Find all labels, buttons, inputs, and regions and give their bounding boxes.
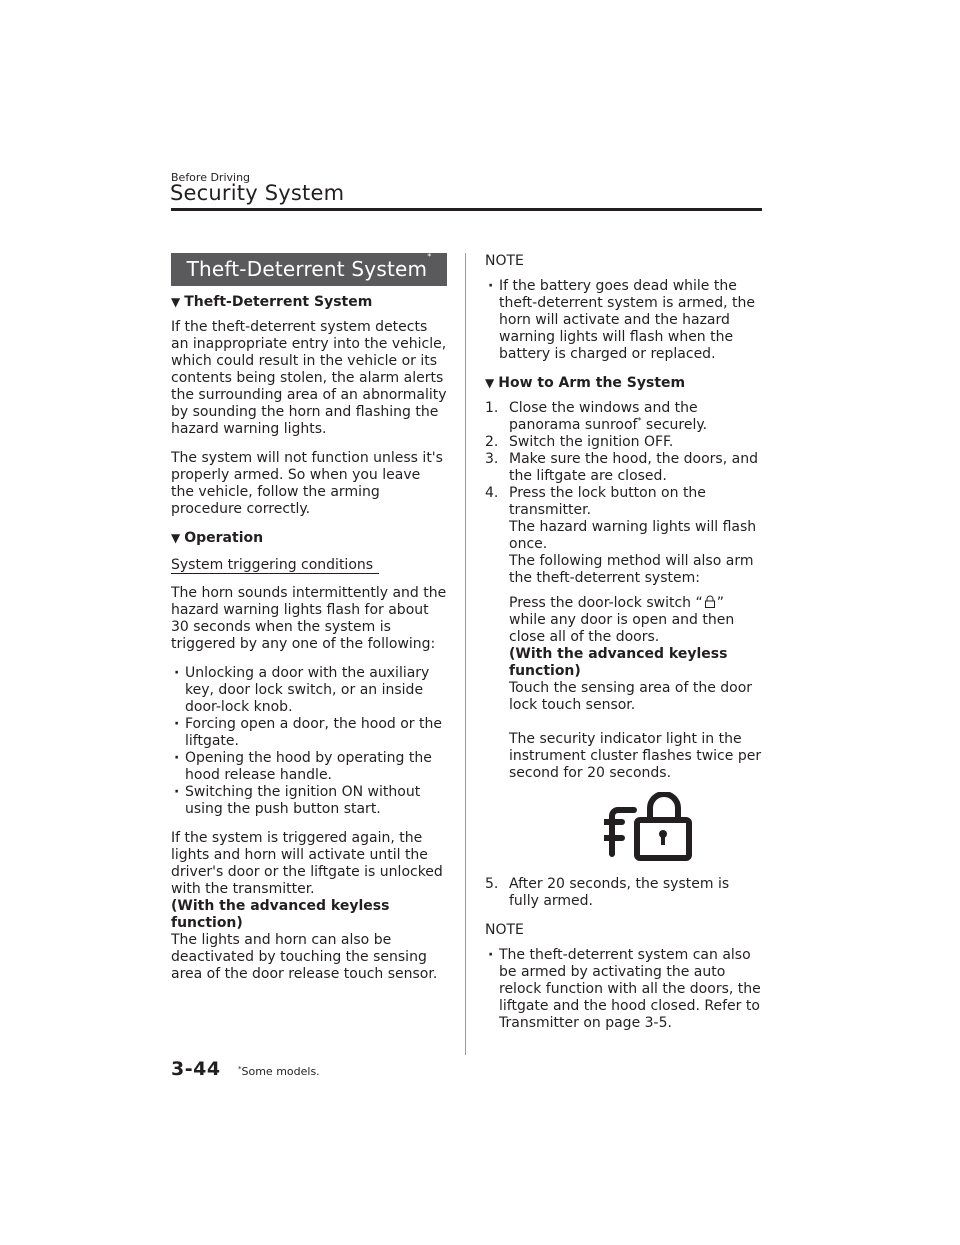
door-lock-icon	[704, 595, 715, 608]
list-item: Switching the ignition ON without using …	[171, 784, 447, 818]
list-item: If the battery goes dead while the theft…	[485, 278, 763, 363]
step-item: 3.Make sure the hood, the doors, and the…	[485, 451, 758, 484]
banner-some-models-mark: *	[427, 252, 432, 261]
right-column: NOTE If the battery goes dead while the …	[485, 253, 763, 1044]
list-item: Forcing open a door, the hood or the lif…	[171, 716, 447, 750]
note-list: The theft-deterrent system can also be a…	[485, 947, 763, 1032]
step-item: 1.Close the windows and the panorama sun…	[485, 400, 708, 433]
section-banner: Theft-Deterrent System*	[171, 253, 447, 286]
note-label: NOTE	[485, 253, 524, 269]
note-label: NOTE	[485, 922, 524, 938]
keyless-label: (With the advanced keyless function)	[171, 898, 390, 931]
triangle-down-icon: ▼	[485, 376, 495, 390]
trigger-paragraph: The horn sounds intermittently and the h…	[171, 585, 447, 652]
triangle-down-icon: ▼	[171, 295, 181, 309]
header-rule	[171, 208, 762, 211]
column-divider	[465, 253, 466, 1055]
subheading-theft-deterrent: ▼Theft-Deterrent System	[171, 294, 373, 310]
keyless-label: (With the advanced keyless function)	[509, 646, 728, 679]
arming-paragraph: The system will not function unless it's…	[171, 450, 443, 517]
list-item: Opening the hood by operating the hood r…	[171, 750, 447, 784]
intro-paragraph: If the theft-deterrent system detects an…	[171, 319, 447, 437]
triggering-conditions-heading: System triggering conditions	[171, 557, 380, 574]
list-item: The theft-deterrent system can also be a…	[485, 947, 763, 1032]
subheading-operation: ▼Operation	[171, 530, 264, 546]
triangle-down-icon: ▼	[171, 531, 181, 545]
arming-steps: 1.Close the windows and the panorama sun…	[485, 400, 763, 910]
banner-title: Theft-Deterrent System	[186, 257, 428, 281]
subheading-how-to-arm: ▼How to Arm the System	[485, 375, 686, 391]
page-number: 3-44	[171, 1058, 221, 1080]
step-item: 5.After 20 seconds, the system is fully …	[485, 876, 730, 909]
security-indicator-figure	[509, 792, 763, 862]
left-column: Theft-Deterrent System* ▼Theft-Deterrent…	[171, 253, 447, 983]
footnote: *Some models.	[238, 1065, 320, 1078]
trigger-list: Unlocking a door with the auxiliary key,…	[171, 665, 447, 818]
step-item: 2.Switch the ignition OFF.	[485, 434, 674, 450]
page-title: Security System	[170, 181, 345, 205]
security-indicator-icon	[604, 792, 692, 861]
section-label: Before Driving	[171, 171, 251, 184]
list-item: Unlocking a door with the auxiliary key,…	[171, 665, 447, 716]
retrigger-paragraph: If the system is triggered again, the li…	[171, 830, 447, 983]
note-list: If the battery goes dead while the theft…	[485, 278, 763, 363]
step-item: 4. Press the lock button on the transmit…	[485, 485, 763, 862]
